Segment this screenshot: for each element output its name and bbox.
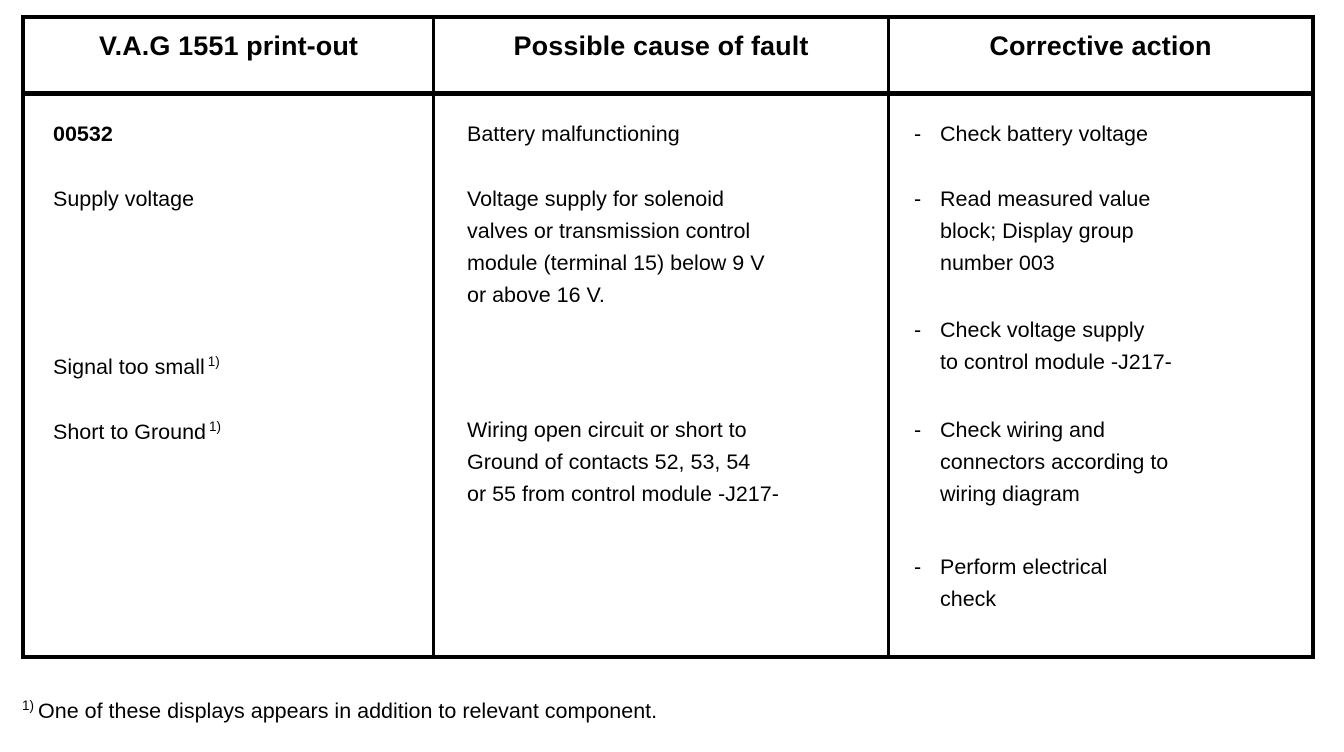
action-item: - Read measured value block; Display gro… <box>914 183 1150 279</box>
action-item-label: Check wiring and connectors according to… <box>940 418 1169 506</box>
footnote-text: One of these displays appears in additio… <box>38 699 658 723</box>
footnote-marker: 1) <box>207 353 220 369</box>
action-item-label: Read measured value block; Display group… <box>940 187 1151 275</box>
display-signal-too-small-label: Signal too small <box>53 355 205 379</box>
cause-battery-malfunctioning: Battery malfunctioning <box>467 122 680 146</box>
cause-wiring-open-circuit: Wiring open circuit or short to Ground o… <box>467 418 779 506</box>
column-header-corrective-action: Corrective action <box>989 31 1212 61</box>
table-header-row: V.A.G 1551 print-out Possible cause of f… <box>25 19 1311 96</box>
table-header-cell-cause: Possible cause of fault <box>432 19 890 91</box>
dash-bullet-icon: - <box>914 418 922 442</box>
column-header-possible-cause: Possible cause of fault <box>513 31 809 61</box>
action-item: - Check wiring and connectors according … <box>914 414 1168 510</box>
dash-bullet-icon: - <box>914 318 922 342</box>
dash-bullet-icon: - <box>914 187 922 211</box>
table-header-cell-printout: V.A.G 1551 print-out <box>25 19 432 91</box>
table-cell-cause: Battery malfunctioning Voltage supply fo… <box>432 96 890 655</box>
footnote: 1)One of these displays appears in addit… <box>22 697 657 725</box>
action-item-label: Check battery voltage <box>940 122 1148 146</box>
action-item: - Perform electrical check <box>914 551 1107 615</box>
fault-name: Supply voltage <box>53 187 195 211</box>
action-item-label: Perform electrical check <box>940 555 1108 611</box>
fault-code-table: V.A.G 1551 print-out Possible cause of f… <box>21 15 1315 659</box>
table-header-cell-action: Corrective action <box>890 19 1311 91</box>
dash-bullet-icon: - <box>914 555 922 579</box>
action-item: - Check voltage supply to control module… <box>914 314 1172 378</box>
display-short-to-ground-label: Short to Ground <box>53 420 206 444</box>
dash-bullet-icon: - <box>914 122 922 146</box>
table-cell-action: - Check battery voltage - Read measured … <box>890 96 1311 655</box>
footnote-marker: 1) <box>208 418 221 434</box>
action-item: - Check battery voltage <box>914 118 1148 150</box>
cause-voltage-supply: Voltage supply for solenoid valves or tr… <box>467 187 765 307</box>
column-header-vag-printout: V.A.G 1551 print-out <box>98 31 359 61</box>
action-item-label: Check voltage supply to control module -… <box>940 318 1172 374</box>
fault-code: 00532 <box>53 122 113 146</box>
footnote-marker: 1) <box>22 697 35 713</box>
